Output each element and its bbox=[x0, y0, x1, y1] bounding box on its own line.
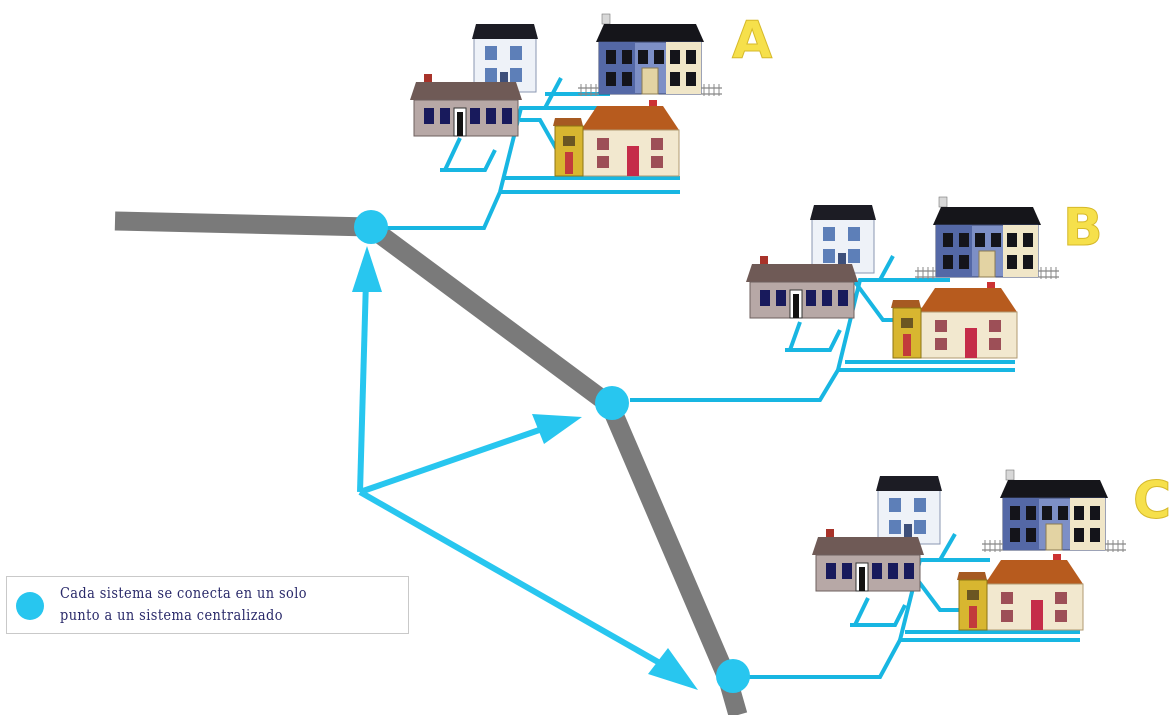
house-icon bbox=[577, 13, 723, 97]
house-icon bbox=[914, 196, 1060, 280]
house-icon bbox=[745, 255, 859, 319]
cluster-c-houses bbox=[811, 469, 1127, 631]
house-icon bbox=[809, 204, 877, 274]
node-a bbox=[354, 210, 388, 244]
arrow-down-right-icon bbox=[648, 648, 698, 690]
legend: Cada sistema se conecta en un solo punto… bbox=[6, 576, 409, 634]
house-icon bbox=[552, 99, 680, 177]
cluster-b-network bbox=[630, 255, 1015, 402]
cluster-label-a: A bbox=[732, 11, 772, 71]
legend-text: Cada sistema se conecta en un solo punto… bbox=[60, 582, 357, 626]
cluster-c-network bbox=[745, 533, 1080, 679]
connection-arrows bbox=[352, 246, 698, 690]
cluster-a-network bbox=[385, 77, 680, 230]
house-icon bbox=[875, 475, 943, 545]
house-icon bbox=[471, 23, 539, 93]
arrow-right-icon bbox=[532, 414, 582, 444]
cluster-b-houses bbox=[745, 196, 1060, 359]
house-icon bbox=[409, 73, 523, 137]
arrow-up-icon bbox=[352, 246, 382, 292]
cluster-label-c: C bbox=[1133, 471, 1171, 531]
cyan-dot-icon bbox=[16, 592, 44, 620]
node-b bbox=[595, 386, 629, 420]
house-icon bbox=[890, 281, 1018, 359]
cluster-label-b: B bbox=[1063, 198, 1103, 258]
house-icon bbox=[811, 528, 925, 592]
house-icon bbox=[981, 469, 1127, 553]
legend-line-2: punto a un sistema centralizado bbox=[60, 606, 283, 624]
node-c bbox=[716, 659, 750, 693]
legend-line-1: Cada sistema se conecta en un solo bbox=[60, 584, 307, 602]
house-icon bbox=[956, 553, 1084, 631]
